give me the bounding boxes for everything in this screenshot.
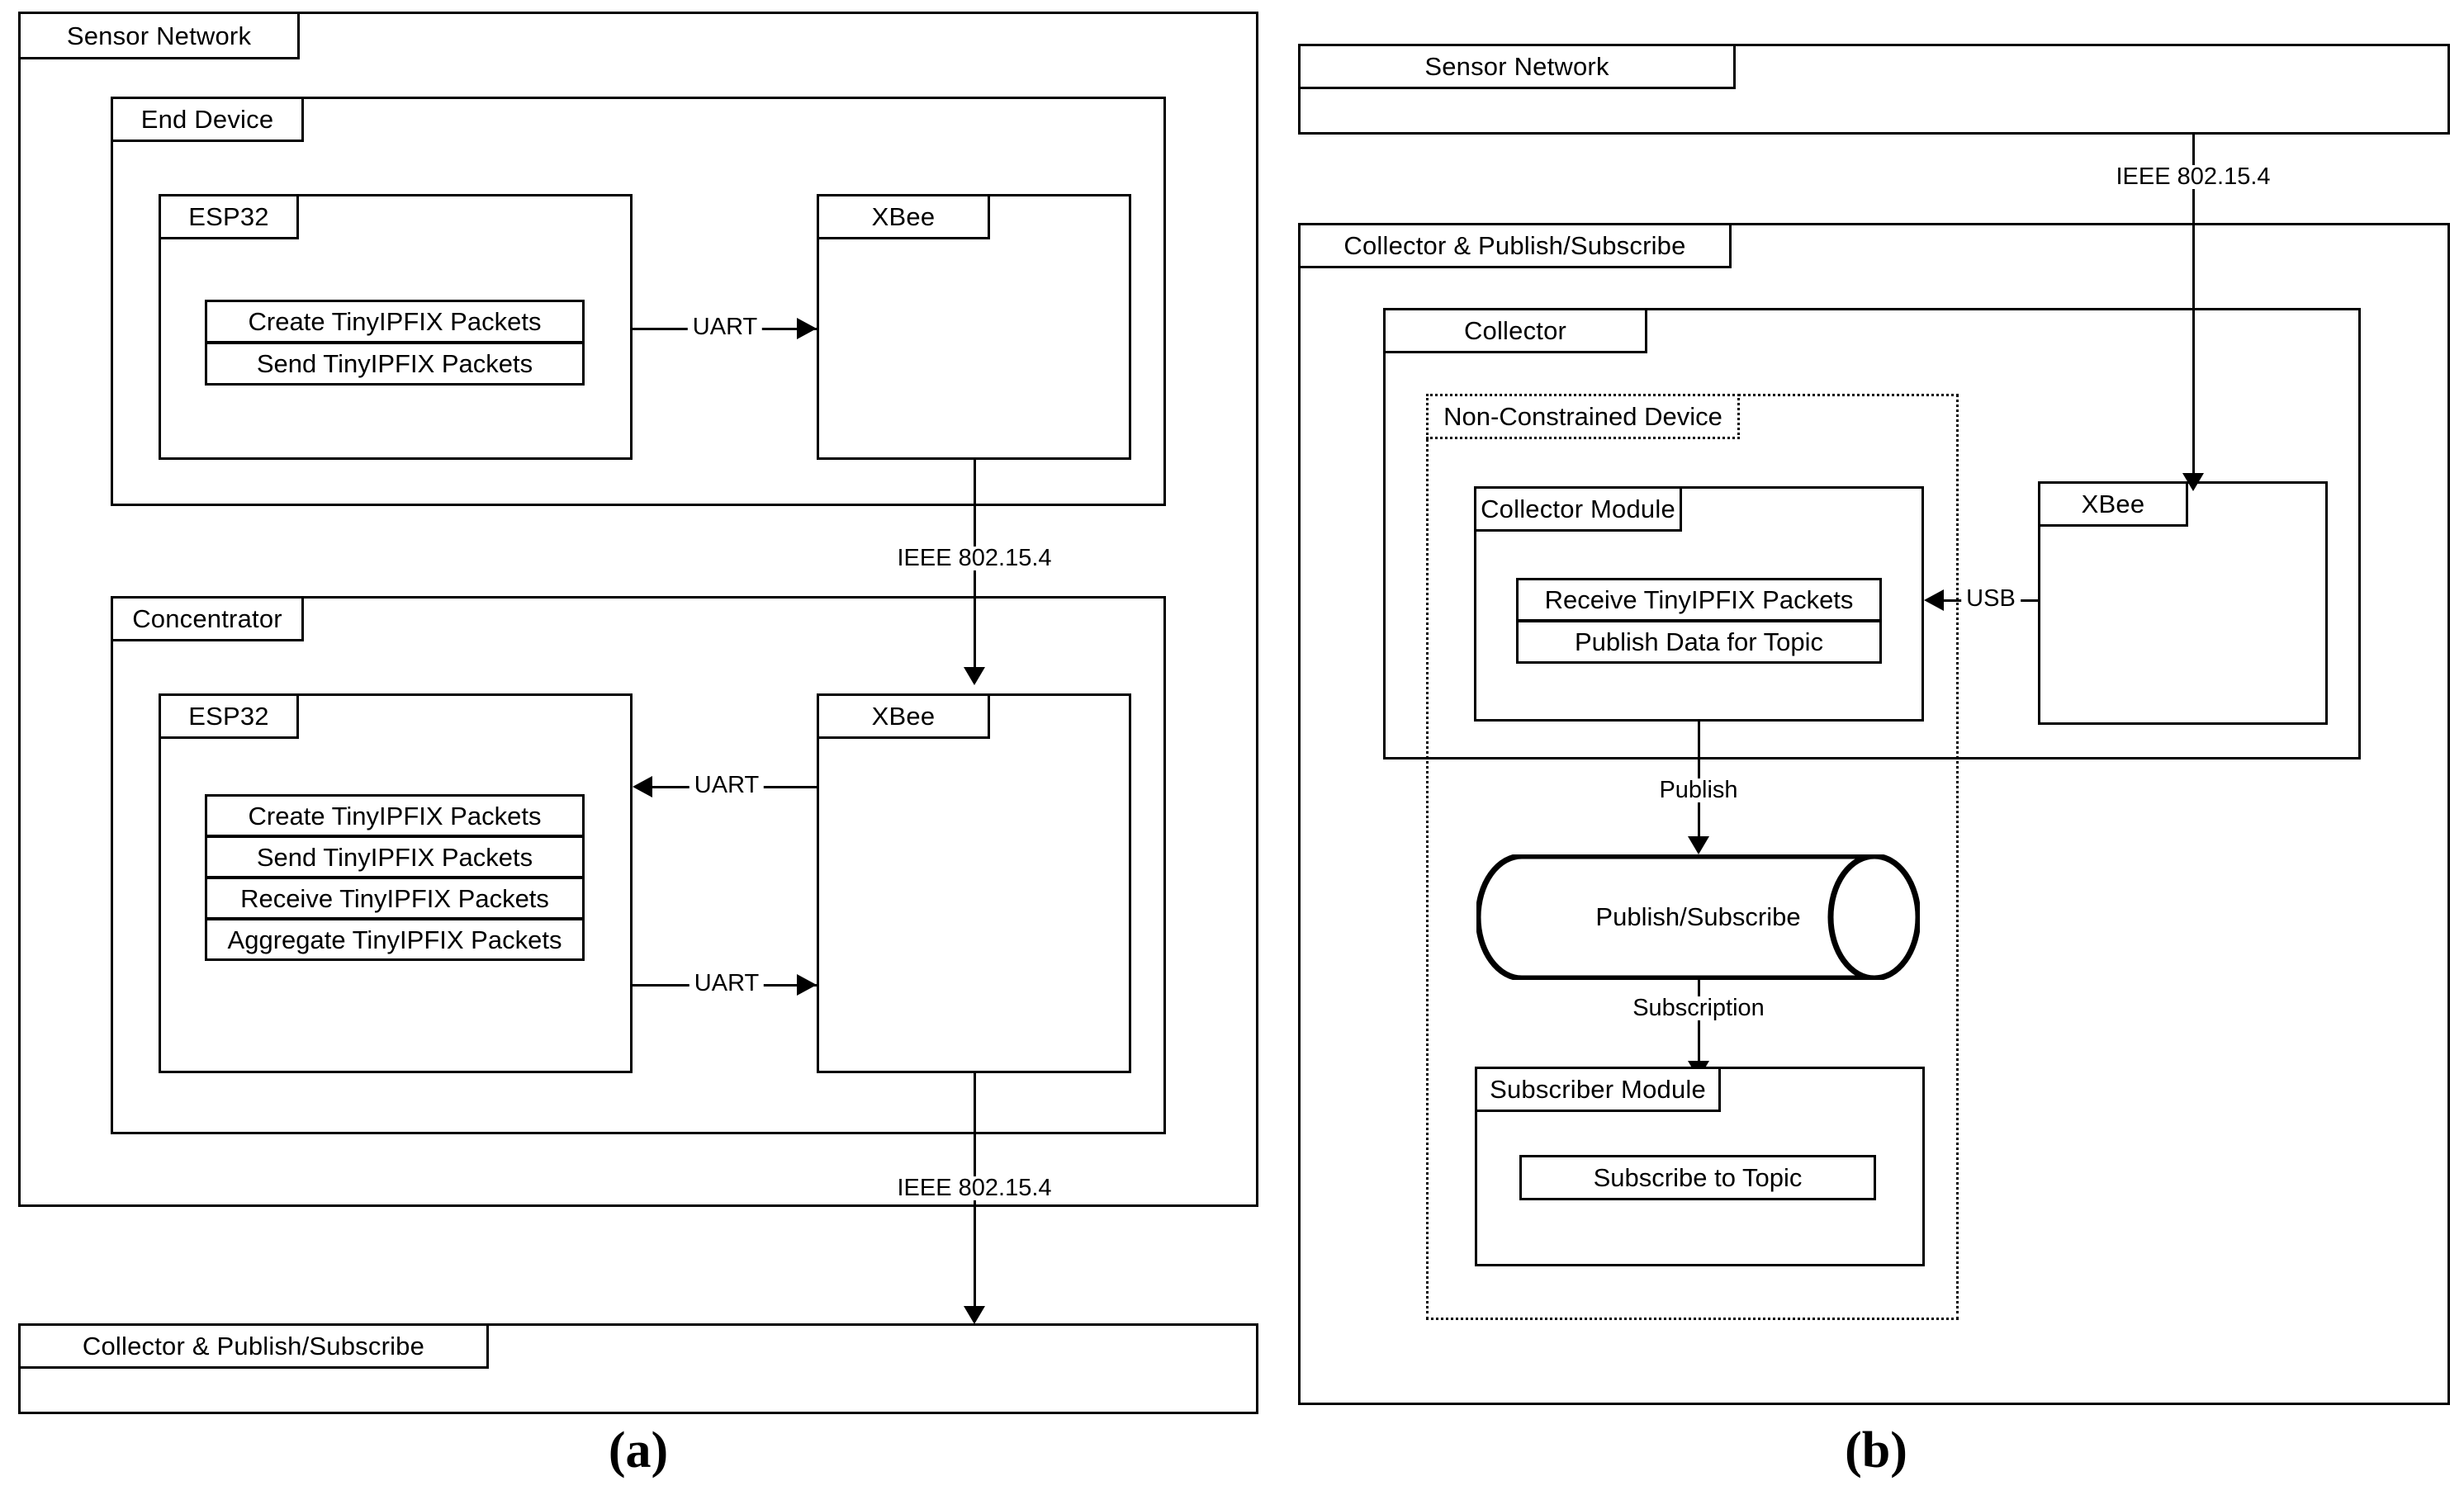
panel-b-ieee-link-label: IEEE 802.15.4	[2111, 165, 2276, 189]
panel-a-concentrator-uart-out-arrowhead	[797, 974, 817, 996]
panel-b-non-constrained-device-tab: Non-Constrained Device	[1426, 394, 1740, 439]
panel-b-pubsub-datastore: Publish/Subscribe	[1476, 854, 1920, 980]
panel-a-end-device-esp32-box	[159, 194, 633, 460]
panel-b-xbee-title: XBee	[2081, 490, 2145, 518]
panel-a-concentrator-xbee-tab: XBee	[817, 693, 990, 739]
panel-b-collector-tab: Collector	[1383, 308, 1647, 353]
panel-a-end-device-xbee-tab: XBee	[817, 194, 990, 239]
panel-a-ieee-link-2-label: IEEE 802.15.4	[892, 1176, 1057, 1200]
panel-a-ieee-link-2-arrowhead	[964, 1306, 985, 1324]
panel-b-collector-box	[1383, 308, 2361, 759]
panel-b-collector-module-op-receive: Receive TinyIPFIX Packets	[1516, 578, 1882, 622]
panel-a-ieee-link-1-label: IEEE 802.15.4	[892, 547, 1057, 570]
panel-b-subscriber-module-op-subscribe: Subscribe to Topic	[1519, 1155, 1876, 1200]
panel-a-sensor-network-title: Sensor Network	[66, 21, 252, 50]
panel-b-sensor-network-title: Sensor Network	[1424, 52, 1609, 81]
panel-a-sensor-network-tab: Sensor Network	[18, 12, 300, 59]
panel-a-concentrator-tab: Concentrator	[111, 596, 304, 641]
panel-a-sensor-network-box	[18, 12, 1258, 1207]
panel-b-subscriber-module-title: Subscriber Module	[1490, 1075, 1706, 1104]
panel-a-concentrator-box	[111, 596, 1166, 1134]
panel-b-collector-title: Collector	[1463, 316, 1567, 345]
panel-a-end-device-op-create-label: Create TinyIPFIX Packets	[248, 307, 542, 336]
panel-b-collector-module-op-publish-label: Publish Data for Topic	[1575, 627, 1823, 656]
panel-a-end-device-esp32-tab: ESP32	[159, 194, 299, 239]
panel-a-concentrator-op-receive: Receive TinyIPFIX Packets	[205, 877, 585, 920]
panel-a-end-device-op-send: Send TinyIPFIX Packets	[205, 342, 585, 386]
panel-b-publish-label: Publish	[1654, 778, 1743, 802]
panel-a-end-device-title: End Device	[140, 105, 274, 134]
panel-a-concentrator-op-create-label: Create TinyIPFIX Packets	[248, 801, 542, 830]
panel-b-subscriber-module-tab: Subscriber Module	[1475, 1067, 1721, 1112]
panel-b-collector-module-box	[1474, 486, 1924, 722]
panel-a-concentrator-uart-in-label: UART	[689, 774, 765, 797]
panel-a-concentrator-xbee-title: XBee	[871, 702, 936, 731]
panel-b-non-constrained-device-title: Non-Constrained Device	[1443, 401, 1722, 431]
panel-a-end-device-box	[111, 97, 1166, 506]
panel-b-collector-pubsub-title: Collector & Publish/Subscribe	[1343, 231, 1686, 260]
panel-a-concentrator-uart-out-label: UART	[689, 972, 765, 996]
panel-b-collector-module-tab: Collector Module	[1474, 486, 1682, 532]
panel-a-end-device-esp32-title: ESP32	[188, 202, 269, 231]
panel-a-ieee-link-1-arrowhead	[964, 667, 985, 685]
panel-a-end-device-op-create: Create TinyIPFIX Packets	[205, 300, 585, 343]
panel-b-collector-module-op-receive-label: Receive TinyIPFIX Packets	[1544, 585, 1854, 614]
panel-b-usb-label: USB	[1961, 587, 2021, 611]
panel-b-collector-pubsub-tab: Collector & Publish/Subscribe	[1298, 223, 1732, 268]
panel-b-usb-arrowhead	[1924, 589, 1944, 611]
panel-a-concentrator-op-send-label: Send TinyIPFIX Packets	[256, 842, 533, 872]
panel-a-concentrator-esp32-tab: ESP32	[159, 693, 299, 739]
panel-a-end-device-tab: End Device	[111, 97, 304, 142]
panel-b-publish-arrowhead	[1688, 836, 1709, 854]
panel-a-concentrator-uart-in-arrowhead	[633, 776, 652, 797]
panel-b-sensor-network-box	[1298, 44, 2450, 135]
panel-a-concentrator-op-aggregate: Aggregate TinyIPFIX Packets	[205, 918, 585, 961]
panel-a-collector-pubsub-title: Collector & Publish/Subscribe	[82, 1332, 425, 1360]
panel-b-subscriber-module-op-subscribe-label: Subscribe to Topic	[1593, 1163, 1803, 1192]
panel-a-concentrator-op-receive-label: Receive TinyIPFIX Packets	[240, 883, 549, 913]
panel-a-concentrator-esp32-box	[159, 693, 633, 1073]
panel-b-collector-module-op-publish: Publish Data for Topic	[1516, 620, 1882, 664]
panel-a-concentrator-op-send: Send TinyIPFIX Packets	[205, 835, 585, 878]
panel-b-collector-module-title: Collector Module	[1481, 494, 1675, 523]
panel-a-end-device-op-send-label: Send TinyIPFIX Packets	[256, 349, 533, 378]
panel-a-concentrator-title: Concentrator	[132, 604, 282, 633]
panel-b-pubsub-datastore-label: Publish/Subscribe	[1595, 902, 1801, 931]
panel-b-subscription-line	[1698, 980, 1700, 1076]
panel-a-concentrator-xbee-box	[817, 693, 1131, 1073]
panel-a-end-device-xbee-title: XBee	[871, 202, 936, 231]
panel-a-concentrator-op-aggregate-label: Aggregate TinyIPFIX Packets	[227, 925, 562, 954]
panel-a-concentrator-op-create: Create TinyIPFIX Packets	[205, 794, 585, 837]
panel-b-collector-pubsub-box	[1298, 223, 2450, 1405]
panel-a-end-device-uart-label: UART	[687, 315, 763, 339]
panel-a-end-device-uart-arrowhead	[797, 318, 817, 339]
panel-a-collector-pubsub-box	[18, 1323, 1258, 1414]
panel-b-ieee-link-line	[2192, 135, 2195, 487]
panel-a-caption: (a)	[608, 1422, 669, 1479]
panel-b-caption: (b)	[1845, 1422, 1907, 1479]
panel-a-concentrator-esp32-title: ESP32	[188, 702, 269, 731]
panel-a-ieee-link-1-line	[974, 460, 976, 681]
panel-b-xbee-tab: XBee	[2038, 481, 2188, 527]
panel-a-collector-pubsub-tab: Collector & Publish/Subscribe	[18, 1323, 489, 1369]
panel-b-subscription-label: Subscription	[1628, 996, 1770, 1020]
panel-b-sensor-network-tab: Sensor Network	[1298, 44, 1736, 89]
